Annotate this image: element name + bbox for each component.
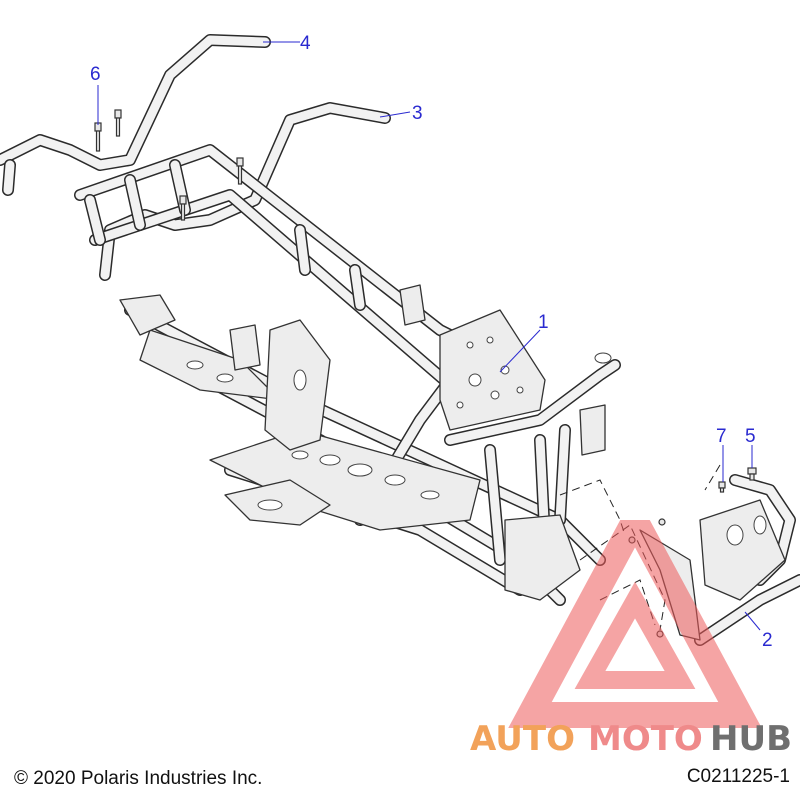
callout-6: 6 xyxy=(90,64,101,85)
diagram-code: C0211225-1 xyxy=(686,766,790,787)
bolt-7-icon xyxy=(718,481,726,493)
callout-5: 5 xyxy=(745,426,756,447)
rear-rack-tube-upper xyxy=(0,34,271,196)
bolt-5-icon xyxy=(747,467,757,481)
bolt-6d-icon xyxy=(179,195,187,221)
watermark-triangle-icon xyxy=(508,520,762,728)
rear-frame-rails xyxy=(74,144,476,391)
floor-panel xyxy=(139,329,481,531)
automotohub-watermark-logo: AUTO MOTO HUB xyxy=(470,520,792,759)
callout-3: 3 xyxy=(412,103,423,124)
bolts xyxy=(94,109,757,638)
callout-labels: 1 2 3 4 5 6 7 xyxy=(90,33,773,651)
callout-7: 7 xyxy=(716,426,727,447)
callout-2: 2 xyxy=(762,630,773,651)
front-bulkhead-plate xyxy=(439,309,546,431)
callout-4: 4 xyxy=(300,33,311,54)
copyright-notice: © 2020 Polaris Industries Inc. xyxy=(14,768,263,789)
front-struts xyxy=(484,404,606,601)
watermark-word-moto: MOTO xyxy=(588,719,703,759)
callout-leaders xyxy=(97,41,761,631)
front-cross-tube xyxy=(444,352,621,446)
rear-shock-towers xyxy=(119,284,426,451)
callout-1: 1 xyxy=(538,312,549,333)
nut-a-icon xyxy=(658,518,666,526)
bolt-6a-icon xyxy=(94,122,102,152)
bolt-6b-icon xyxy=(114,109,122,137)
watermark-word-auto: AUTO xyxy=(470,719,575,759)
bolt-6c-icon xyxy=(236,157,244,185)
watermark-word-hub: HUB xyxy=(710,719,792,759)
